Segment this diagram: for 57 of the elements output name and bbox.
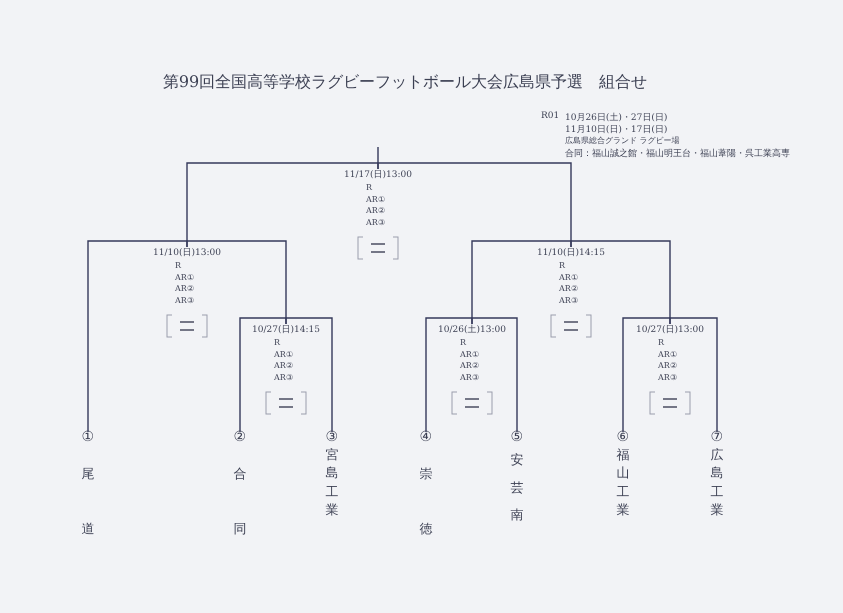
bracket-line [239, 317, 287, 432]
venue-note: 広島県総合グランド ラグビー場 [565, 135, 680, 146]
referee-label: AR③ [559, 294, 579, 306]
date-note: 11月10日(日)・17日(日) [565, 124, 668, 136]
team-name: 宮島工業 [325, 447, 339, 520]
referee-label: AR① [460, 348, 480, 360]
referee-label: AR① [559, 272, 579, 283]
referee-label: AR② [460, 360, 480, 372]
title: 第99回全国高等学校ラグビーフットボール大会広島県予選 組合せ [162, 72, 648, 93]
bracket-line [87, 240, 188, 432]
referee-label: AR② [559, 283, 579, 294]
referee-label: R [559, 260, 566, 272]
bracket-line [471, 317, 518, 432]
seed-number: ④ [418, 430, 434, 445]
referee-label: R [175, 260, 182, 272]
referee-label: AR② [175, 283, 195, 294]
referee-label: AR③ [658, 372, 678, 383]
team-name: 広島工業 [710, 447, 724, 520]
referee-label: AR② [274, 360, 294, 372]
referee-label: AR① [274, 348, 294, 360]
match-datetime: 10/27(日)14:15 [251, 324, 321, 337]
referee-label: AR③ [274, 372, 294, 383]
referee-label: R [658, 337, 666, 348]
bracket-line [669, 317, 718, 432]
seed-number: ① [80, 430, 96, 445]
match-datetime: 11/17(日)13:00 [343, 169, 413, 182]
seed-number: ⑦ [710, 430, 724, 445]
referee-label: AR① [658, 348, 678, 360]
match-datetime: 11/10(日)14:15 [536, 247, 606, 260]
team-name: 尾道 [81, 466, 95, 539]
date-note: 10月26日(土)・27日(日) [565, 112, 668, 124]
team-name: 安芸南 [510, 452, 524, 525]
round-label: R01 [541, 111, 560, 121]
match-datetime: 10/27(日)13:00 [635, 324, 705, 337]
note: 合同：福山誠之館・福山明王台・福山葦陽・呉工業高専 [565, 148, 790, 160]
seed-number: ③ [324, 430, 340, 445]
seed-number: ⑤ [510, 430, 524, 445]
match-datetime: 10/26(土)13:00 [437, 324, 507, 337]
team-name: 崇徳 [419, 466, 433, 539]
referee-label: AR③ [175, 294, 195, 306]
team-name: 福山工業 [616, 447, 630, 520]
referee-label: AR② [658, 360, 678, 372]
referee-label: R [460, 337, 468, 348]
referee-label: AR① [366, 194, 386, 205]
referee-label: R [274, 337, 282, 348]
seed-number: ⑥ [616, 430, 630, 445]
referee-label: AR③ [460, 372, 480, 383]
match-datetime: 11/10(日)13:00 [152, 247, 222, 260]
team-name: 合同 [233, 466, 247, 539]
bracket-line [425, 317, 473, 432]
referee-label: AR③ [366, 216, 386, 228]
referee-label: AR① [175, 272, 195, 283]
bracket-line [622, 317, 671, 432]
bracket-line [285, 317, 333, 432]
seed-number: ② [232, 430, 248, 445]
referee-label: AR② [366, 205, 386, 216]
referee-label: R [366, 182, 374, 194]
